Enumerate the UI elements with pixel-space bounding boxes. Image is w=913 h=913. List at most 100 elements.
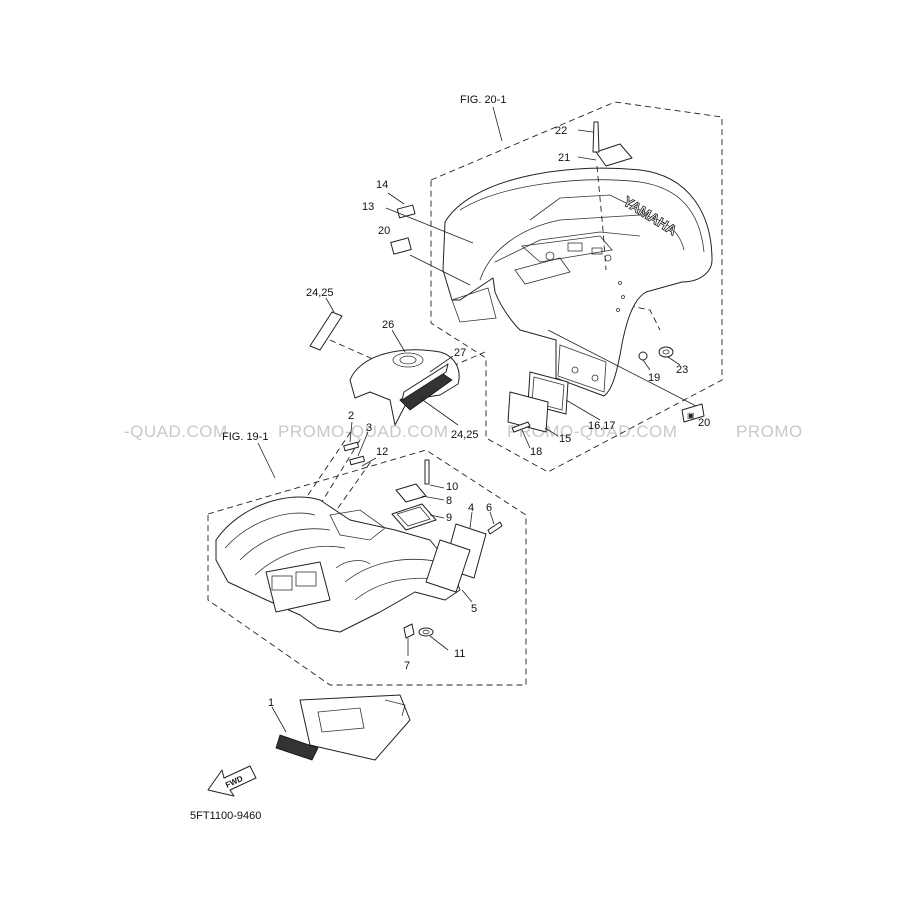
- plate-16-17-inner: [531, 376, 565, 411]
- fig-20-1-leader: [492, 106, 503, 142]
- leader-15: [544, 427, 559, 437]
- plate-5: [425, 539, 471, 593]
- callout-21: 21: [558, 152, 570, 164]
- callout-26: 26: [382, 319, 394, 331]
- leader-6: [489, 511, 495, 525]
- plate-8: [395, 483, 427, 503]
- callout-8: 8: [446, 495, 452, 507]
- callout-7: 7: [404, 660, 410, 672]
- leader-13: [385, 207, 474, 244]
- watermark-text-2: PROMO-QUAD.COM: [278, 422, 448, 441]
- callout-5: 5: [471, 603, 477, 615]
- callout-9: 9: [446, 512, 452, 524]
- callout-22: 22: [555, 125, 567, 137]
- callout-16-17: 16,17: [588, 420, 616, 432]
- bolt-10: [424, 459, 430, 485]
- bolt-6: [487, 521, 503, 535]
- callout-20-left: 20: [378, 225, 390, 237]
- watermark-text-1: -QUAD.COM: [124, 422, 228, 441]
- callout-13: 13: [362, 201, 374, 213]
- leader-23: [667, 356, 681, 366]
- emblem-20: [681, 403, 705, 423]
- leader-10: [429, 484, 445, 489]
- callout-18: 18: [530, 446, 542, 458]
- leader-19: [642, 359, 651, 371]
- side-cover-24-25-left: [309, 311, 343, 351]
- plate-9-inner: [396, 506, 431, 527]
- decal-2: [343, 441, 360, 452]
- emblem-1: [275, 734, 319, 761]
- headlight-cover: [299, 694, 411, 761]
- leader-21-dash: [596, 165, 607, 271]
- leader-1: [271, 706, 287, 733]
- washer-11-hole: [422, 629, 430, 635]
- leader-16-17: [565, 399, 601, 421]
- headlight-left: [271, 575, 293, 591]
- bolt-22: [592, 121, 600, 153]
- leader-22: [577, 129, 594, 133]
- leader-4: [469, 511, 473, 529]
- leader-14: [387, 192, 405, 205]
- fig-19-1-leader: [257, 442, 276, 479]
- callout-14: 14: [376, 179, 388, 191]
- callout-19: 19: [648, 372, 660, 384]
- watermark-text-4: PROMO: [736, 422, 803, 441]
- callout-3: 3: [366, 422, 372, 434]
- fig-19-1-boundary: [207, 449, 527, 686]
- fig-20-1-boundary: [430, 101, 723, 473]
- leader-27: [429, 355, 454, 373]
- callout-11: 11: [454, 648, 465, 660]
- washer-23-hole: [662, 349, 670, 355]
- decal-3: [349, 455, 366, 466]
- washer-11: [418, 627, 434, 637]
- callout-20-right: 20: [698, 417, 710, 429]
- forward-arrow: FWD: [207, 765, 257, 797]
- rear-fender: YAMAHA: [442, 167, 713, 397]
- front-fender-emblem: [335, 560, 371, 569]
- leader-18: [521, 429, 531, 449]
- leader-3: [357, 431, 369, 457]
- callout-12: 12: [376, 446, 388, 458]
- callout-15: 15: [559, 433, 571, 445]
- callout-24-25-left: 24,25: [306, 287, 334, 299]
- fig-19-1-label: FIG. 19-1: [222, 431, 268, 443]
- leader-20-left: [409, 254, 471, 286]
- side-panel-27-trim: [401, 363, 449, 401]
- callout-27: 27: [454, 347, 466, 359]
- washer-23: [658, 346, 674, 358]
- leader-2: [349, 421, 353, 443]
- leader-11: [429, 635, 449, 651]
- callout-24-25-right: 24,25: [451, 429, 479, 441]
- callout-2: 2: [348, 410, 354, 422]
- emblem-20-mark: ▣: [687, 411, 695, 420]
- leader-26: [391, 329, 406, 353]
- plate-15: [507, 391, 549, 433]
- callout-4: 4: [468, 502, 474, 514]
- leader-5: [461, 589, 473, 603]
- grommet-7: [403, 623, 415, 639]
- fig-20-1-label: FIG. 20-1: [460, 94, 506, 106]
- bolt-19: [638, 351, 648, 361]
- callout-1: 1: [268, 697, 274, 709]
- headlight-housing: [265, 561, 331, 613]
- plate-21: [595, 143, 633, 167]
- leader-20-right: [547, 329, 701, 409]
- headlight-right: [295, 571, 317, 587]
- bolt-18: [511, 421, 531, 433]
- leader-24-25-left: [325, 297, 335, 313]
- leader-8: [421, 495, 445, 501]
- callouts: 1 2 3 4 5 6 7 8 9 10 11 12 13 14 15 16,1…: [268, 125, 710, 709]
- leader-9: [429, 514, 445, 519]
- callout-23: 23: [676, 364, 688, 376]
- part-code: 5FT1100-9460: [190, 810, 261, 822]
- callout-10: 10: [446, 481, 458, 493]
- front-fender: [215, 496, 461, 633]
- leader-21: [577, 156, 597, 161]
- leader-12: [361, 457, 377, 467]
- plate-9: [391, 503, 437, 531]
- decal-20-left: [390, 237, 412, 255]
- leader-24-25-right: [419, 397, 459, 426]
- callout-6: 6: [486, 502, 492, 514]
